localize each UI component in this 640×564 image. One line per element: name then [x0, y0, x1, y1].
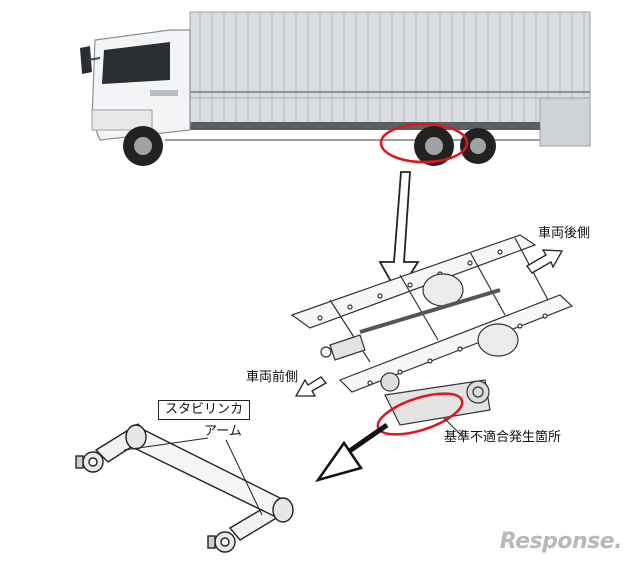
stabilizer-link-illustration — [75, 423, 294, 553]
arm-label: アーム — [204, 424, 242, 439]
chassis-illustration — [290, 234, 574, 426]
truck-defect-marker — [379, 122, 469, 164]
stabilizer-link-label: スタビリンカ — [158, 400, 251, 420]
front-side-label: 車両前側 — [246, 370, 299, 385]
rear-direction-arrow-icon — [526, 249, 564, 274]
front-direction-arrow-icon — [294, 376, 327, 397]
chassis-defect-marker — [376, 392, 464, 436]
rear-side-label: 車両後側 — [538, 226, 591, 241]
response-watermark: Response. — [499, 529, 623, 554]
truck-illustration — [80, 11, 591, 166]
defect-location-label: 基準不適合発生箇所 — [444, 430, 562, 445]
